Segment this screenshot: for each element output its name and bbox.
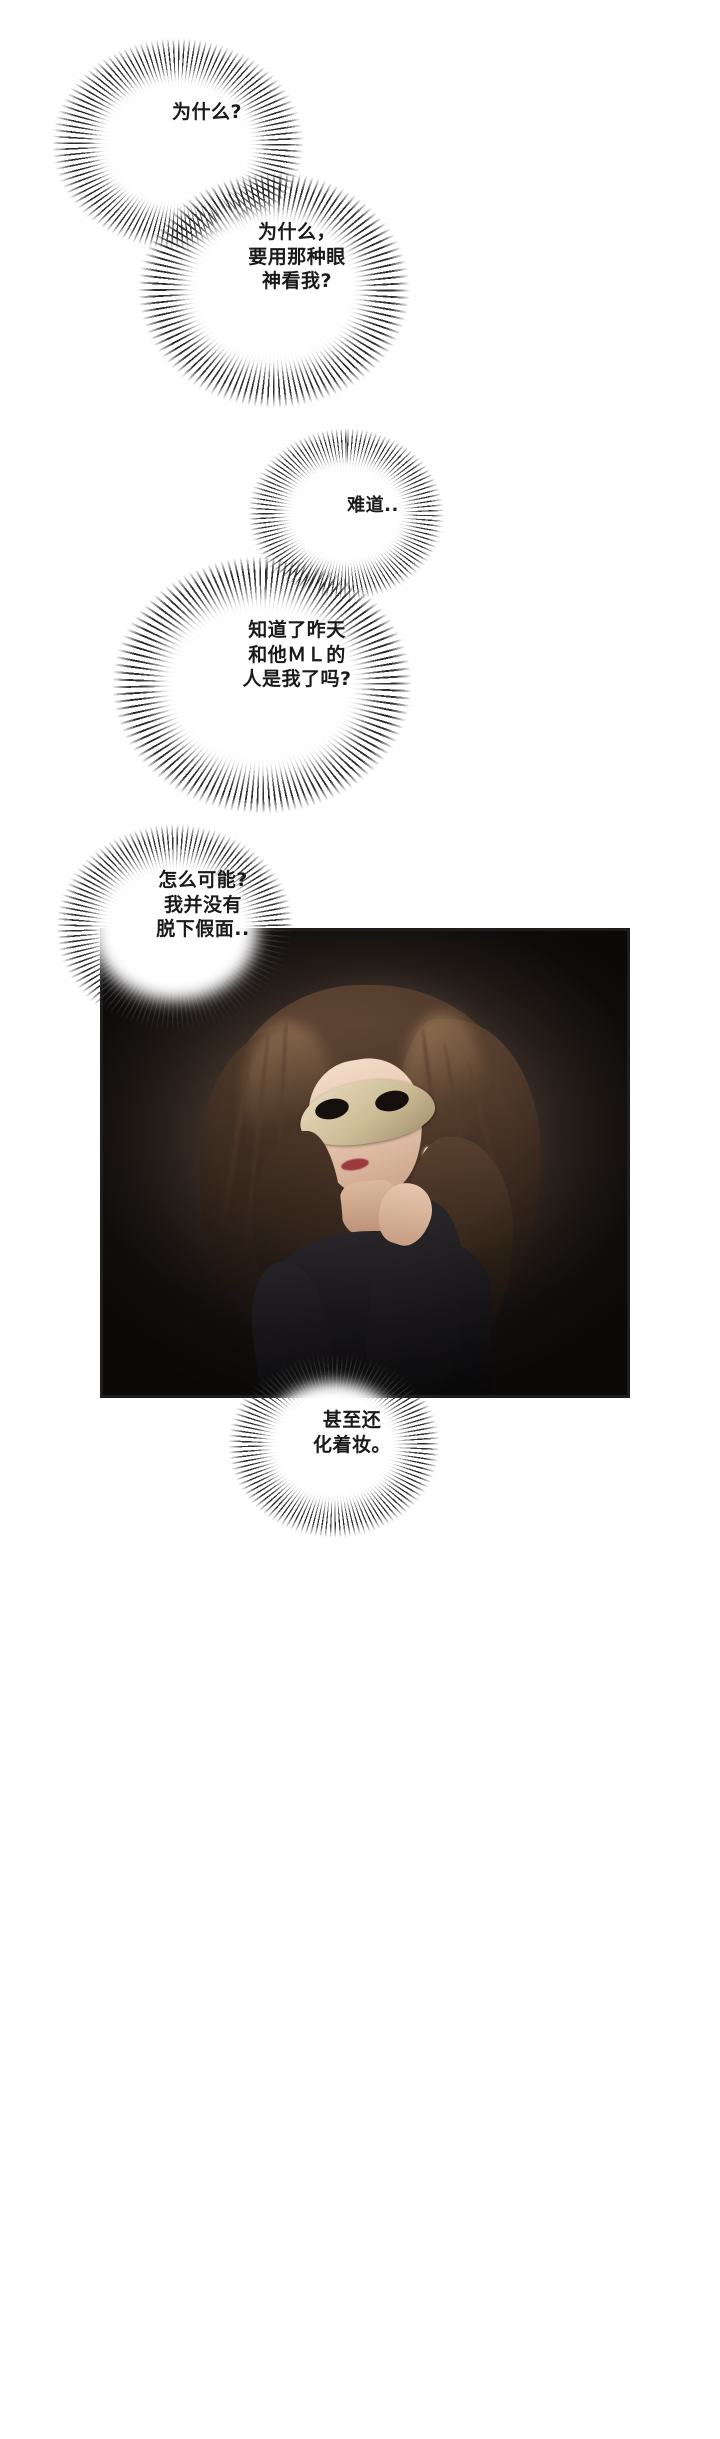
burst-core xyxy=(261,1381,407,1509)
burst-core xyxy=(91,855,259,1001)
speech-bubble-why-1-text: 为什么? xyxy=(171,101,243,123)
speech-bubble-knows-text: 知道了昨天 和他ＭＬ的 人是我了吗? xyxy=(242,619,352,691)
burst-core xyxy=(279,455,413,573)
speech-bubble-makeup-text: 甚至还 化着妆。 xyxy=(312,1409,391,1456)
speech-bubble-why-2-text: 为什么， 要用那种眼 神看我? xyxy=(248,221,346,293)
speech-bubble-makeup: 甚至还 化着妆。 xyxy=(228,1352,440,1538)
speech-bubble-impossible: 怎么可能? 我并没有 脱下假面.. xyxy=(56,824,294,1032)
speech-bubble-could-it-be-text: 难道.. xyxy=(347,495,399,516)
burst-core xyxy=(178,207,370,373)
speech-bubble-impossible-text: 怎么可能? 我并没有 脱下假面.. xyxy=(156,869,250,941)
speech-bubble-knows: 知道了昨天 和他ＭＬ的 人是我了吗? xyxy=(112,556,412,814)
speech-bubble-why-2: 为什么， 要用那种眼 神看我? xyxy=(138,172,410,408)
burst-core xyxy=(154,592,370,778)
